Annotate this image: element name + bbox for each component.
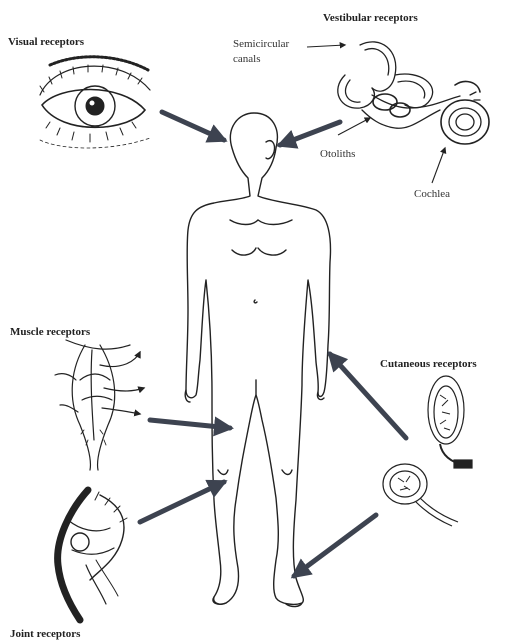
visual-receptors-label: Visual receptors [8, 36, 84, 48]
arrow-visual [162, 112, 224, 140]
pointer-arrows [140, 112, 406, 576]
muscle-spindle-illustration [55, 340, 144, 470]
arrow-muscle [150, 420, 230, 428]
eye-illustration [40, 57, 150, 148]
label-pointers [307, 45, 445, 183]
vestibular-receptors-label: Vestibular receptors [323, 12, 418, 24]
semicircular-canals-label-line2: canals [233, 53, 260, 65]
inner-ear-illustration [338, 42, 489, 144]
joint-receptors-label: Joint receptors [10, 628, 80, 640]
cochlea-label: Cochlea [414, 188, 450, 200]
cutaneous-receptor-illustration [383, 376, 472, 526]
semicircular-canals-label-line1: Semicircular [233, 38, 289, 50]
muscle-receptors-label: Muscle receptors [10, 326, 90, 338]
knee-joint-illustration [58, 490, 127, 620]
arrow-vestibular [280, 122, 340, 145]
human-body-figure [185, 113, 330, 607]
arrow-cutaneous-lower [294, 515, 376, 576]
cutaneous-receptors-label: Cutaneous receptors [380, 358, 477, 370]
arrow-joint [140, 482, 224, 522]
otoliths-label: Otoliths [320, 148, 355, 160]
